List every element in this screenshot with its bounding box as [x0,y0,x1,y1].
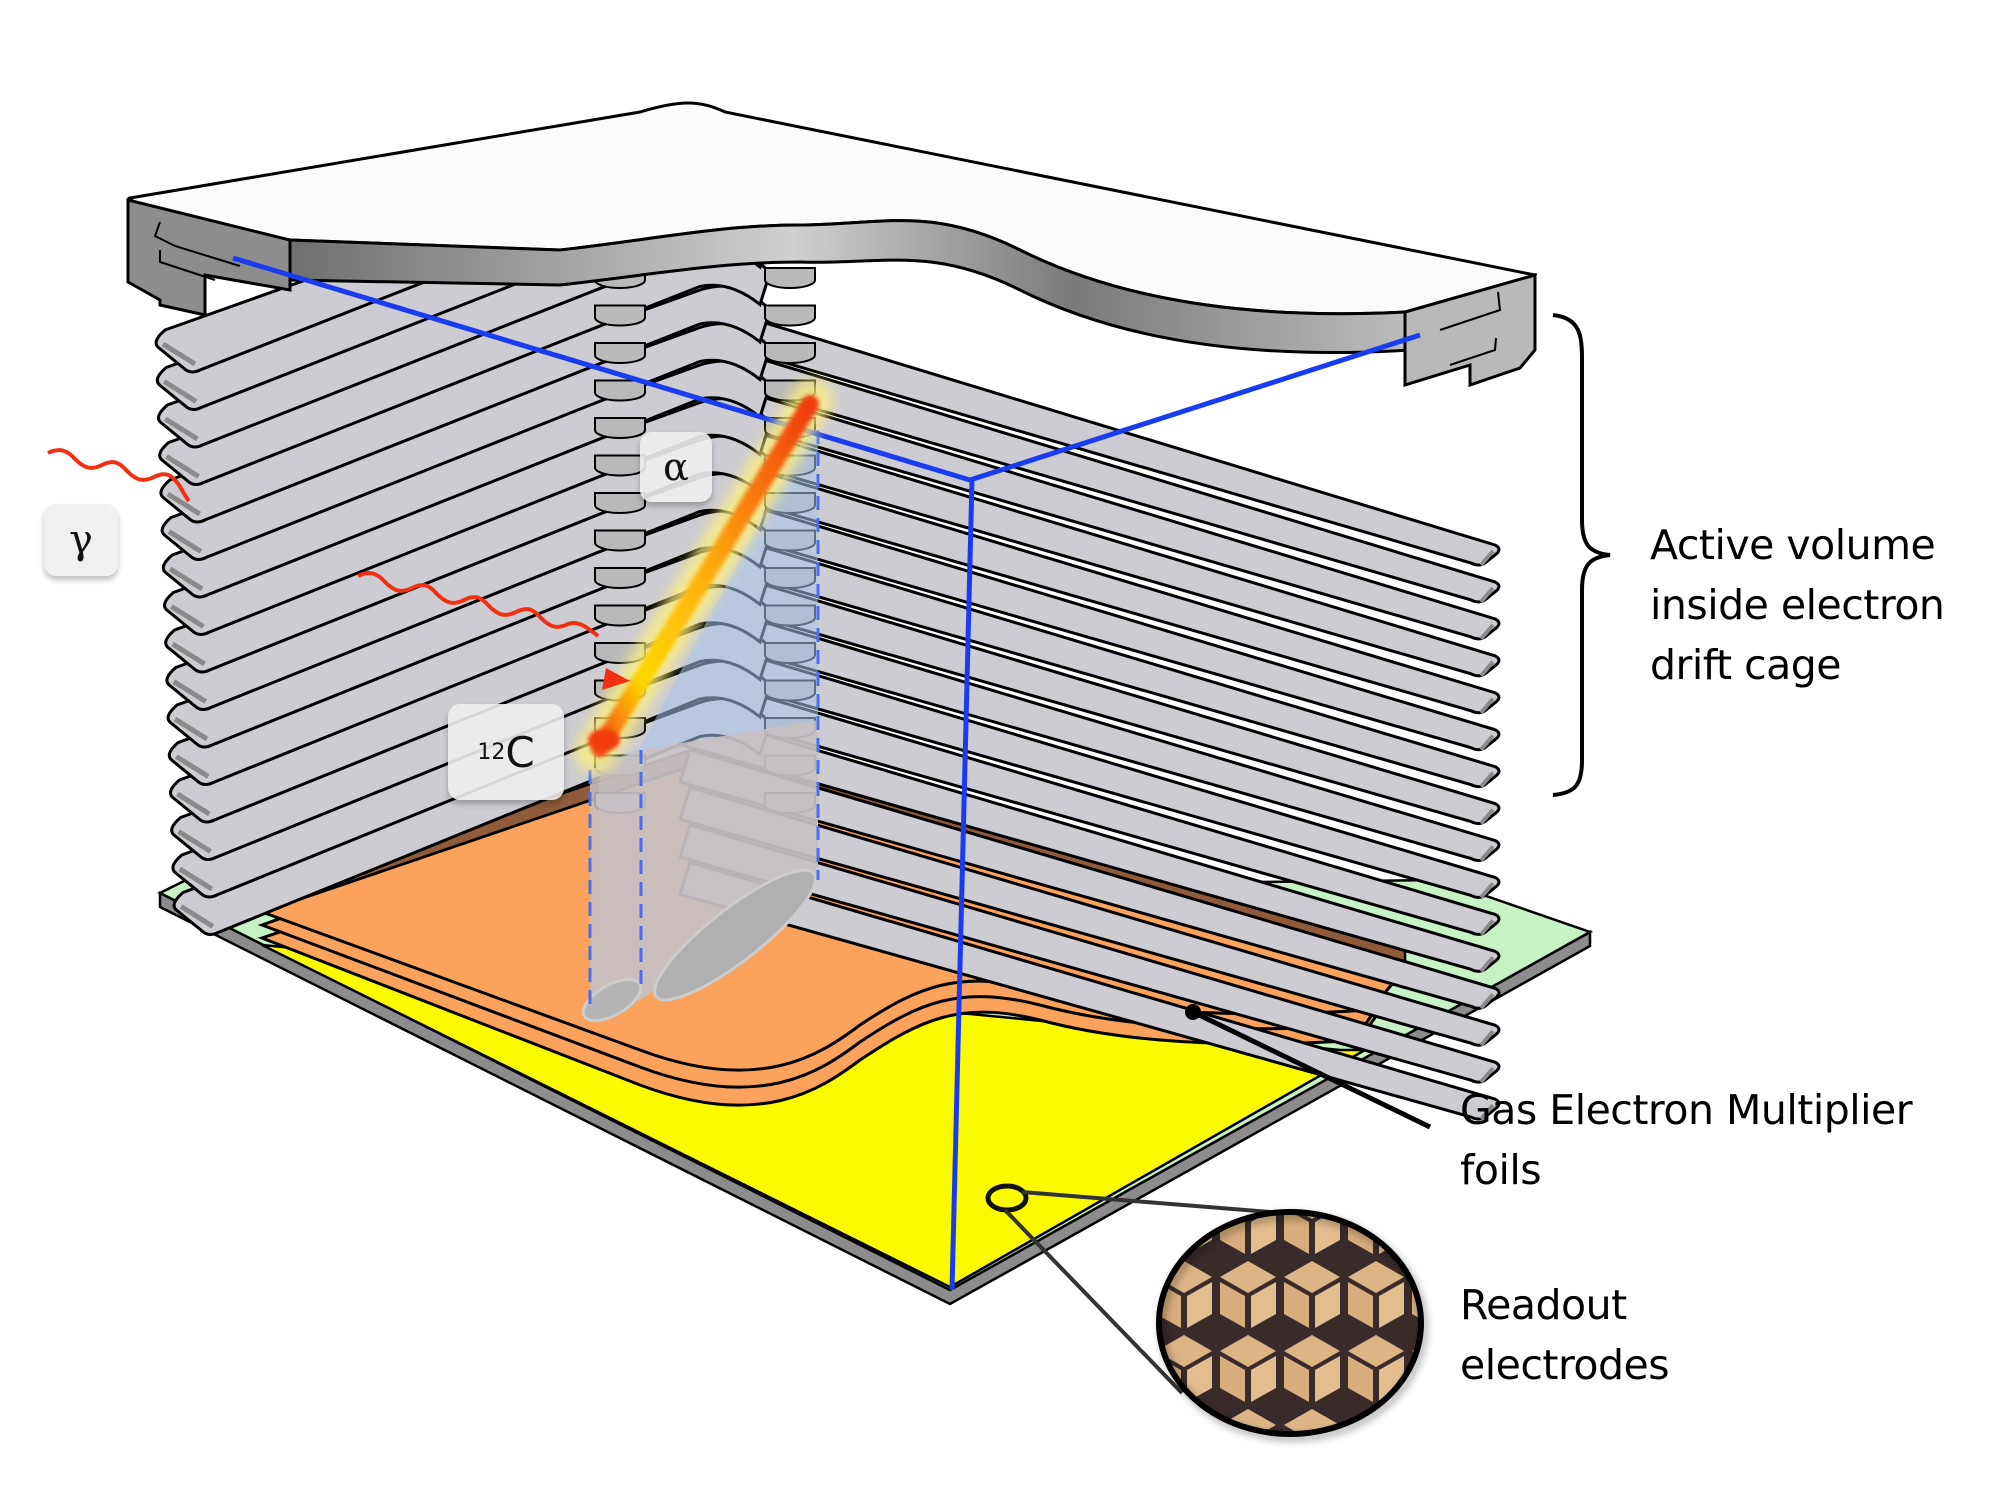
field-plate-right-lip [1479,623,1495,641]
active-volume-line-2: inside electron [1650,581,1945,629]
support-post-segment [594,379,646,402]
field-cage-plates-right [678,298,1501,1121]
photon-wave-outer [47,448,191,503]
magnifier-lens [1156,1209,1424,1437]
field-plate-left-lip [168,566,204,592]
active-volume-line-1: Active volume [1650,521,1936,569]
guide-lines [232,255,1421,1291]
field-plate-right-lip [1479,992,1495,1010]
field-plate-right-lip [1479,808,1495,825]
readout-line-1: Readout [1460,1281,1627,1329]
support-post-segment [764,342,816,364]
support-post-segment [594,567,646,589]
carbon-mass-number: 12 [477,739,506,765]
field-plate-left-lip [161,341,197,367]
magnifier-line-top [1021,1190,1271,1214]
field-plate-left-lip [174,754,210,779]
field-plate-left-lip [166,491,202,517]
lid-left-notch [153,221,241,281]
active-volume-line-3: drift cage [1650,641,1842,689]
field-plate-left-lip [176,791,211,817]
field-plate-left-lip [170,604,205,629]
electrode-pad-pattern [1159,1212,1421,1434]
gem-pointer-line [1191,1009,1432,1130]
drift-projection [581,430,820,1023]
field-plate-left-lip [173,716,209,742]
field-plate-left-lip [165,454,200,479]
field-plate-right-lip [1479,734,1495,751]
photons [47,448,630,690]
drift-projection-end-large [653,868,817,1002]
lid-right-notch [1439,291,1502,366]
track-core [591,395,819,757]
field-plate-right-lip [1479,956,1495,973]
field-plate-left-lip [172,679,208,704]
field-plate-left-lip [177,829,212,854]
alpha-label: α [640,432,712,502]
gamma-symbol: γ [69,517,93,563]
support-post-segment [594,454,646,477]
field-plate-right-lip [1479,1029,1495,1047]
carbon-symbol: C [505,727,535,777]
active-volume-label: Active volume inside electron drift cage [1650,515,1945,695]
field-plate-right-lip [1479,660,1495,678]
active-volume-brace [1552,313,1611,797]
gem-foils-line-1: Gas Electron Multiplier [1460,1086,1913,1134]
field-plate-right-lip [1479,919,1495,936]
photon-arrowhead [602,668,630,690]
support-post-segment [594,417,646,439]
field-plate-left-lip [179,904,215,929]
gamma-label: γ [44,504,118,576]
particle-track [575,379,833,773]
support-post-segment [764,304,816,327]
support-post-segment [594,492,646,514]
support-post-segment [594,604,646,627]
gem-foils-label: Gas Electron Multiplier foils [1460,1080,1913,1200]
readout-magnifier [985,1183,1424,1437]
field-plate-left-lip [164,416,199,442]
field-plate-right-lip [1479,882,1495,899]
guide-line-right [969,332,1421,483]
field-plate-left-lip [162,379,198,404]
alpha-symbol: α [663,445,689,489]
field-plate-right-lip [1479,586,1495,604]
top-lid [126,101,1538,388]
carbon-recoil-blob [588,729,620,751]
field-plate-right-lip [1479,1103,1495,1121]
field-plate-left-lip [167,529,203,554]
field-plate-right-lip [1479,1066,1495,1084]
guide-line-vertical [949,479,975,1291]
drift-shadow-column [590,720,818,1010]
support-post-segment [594,304,646,327]
field-plate-right-lip [1479,845,1495,862]
field-plate-right-lip [1479,697,1495,715]
readout-line-2: electrodes [1460,1341,1670,1389]
readout-label: Readout electrodes [1460,1275,1670,1395]
field-plate-left-lip [171,641,206,667]
guide-line-left [232,255,971,483]
support-post-segment [594,529,646,552]
lid-right-block [1403,273,1537,388]
support-post-segment [764,267,816,289]
field-plate-right-lip [1479,771,1495,788]
photon-wave-inner [357,571,600,638]
magnifier-line-bottom [1003,1208,1184,1395]
support-post-segment [594,342,646,364]
field-plate-left-lip [178,866,214,892]
gem-foils-line-2: foils [1460,1146,1542,1194]
gem-pointer [1185,1004,1432,1130]
field-plate-right-lip [1479,549,1495,567]
